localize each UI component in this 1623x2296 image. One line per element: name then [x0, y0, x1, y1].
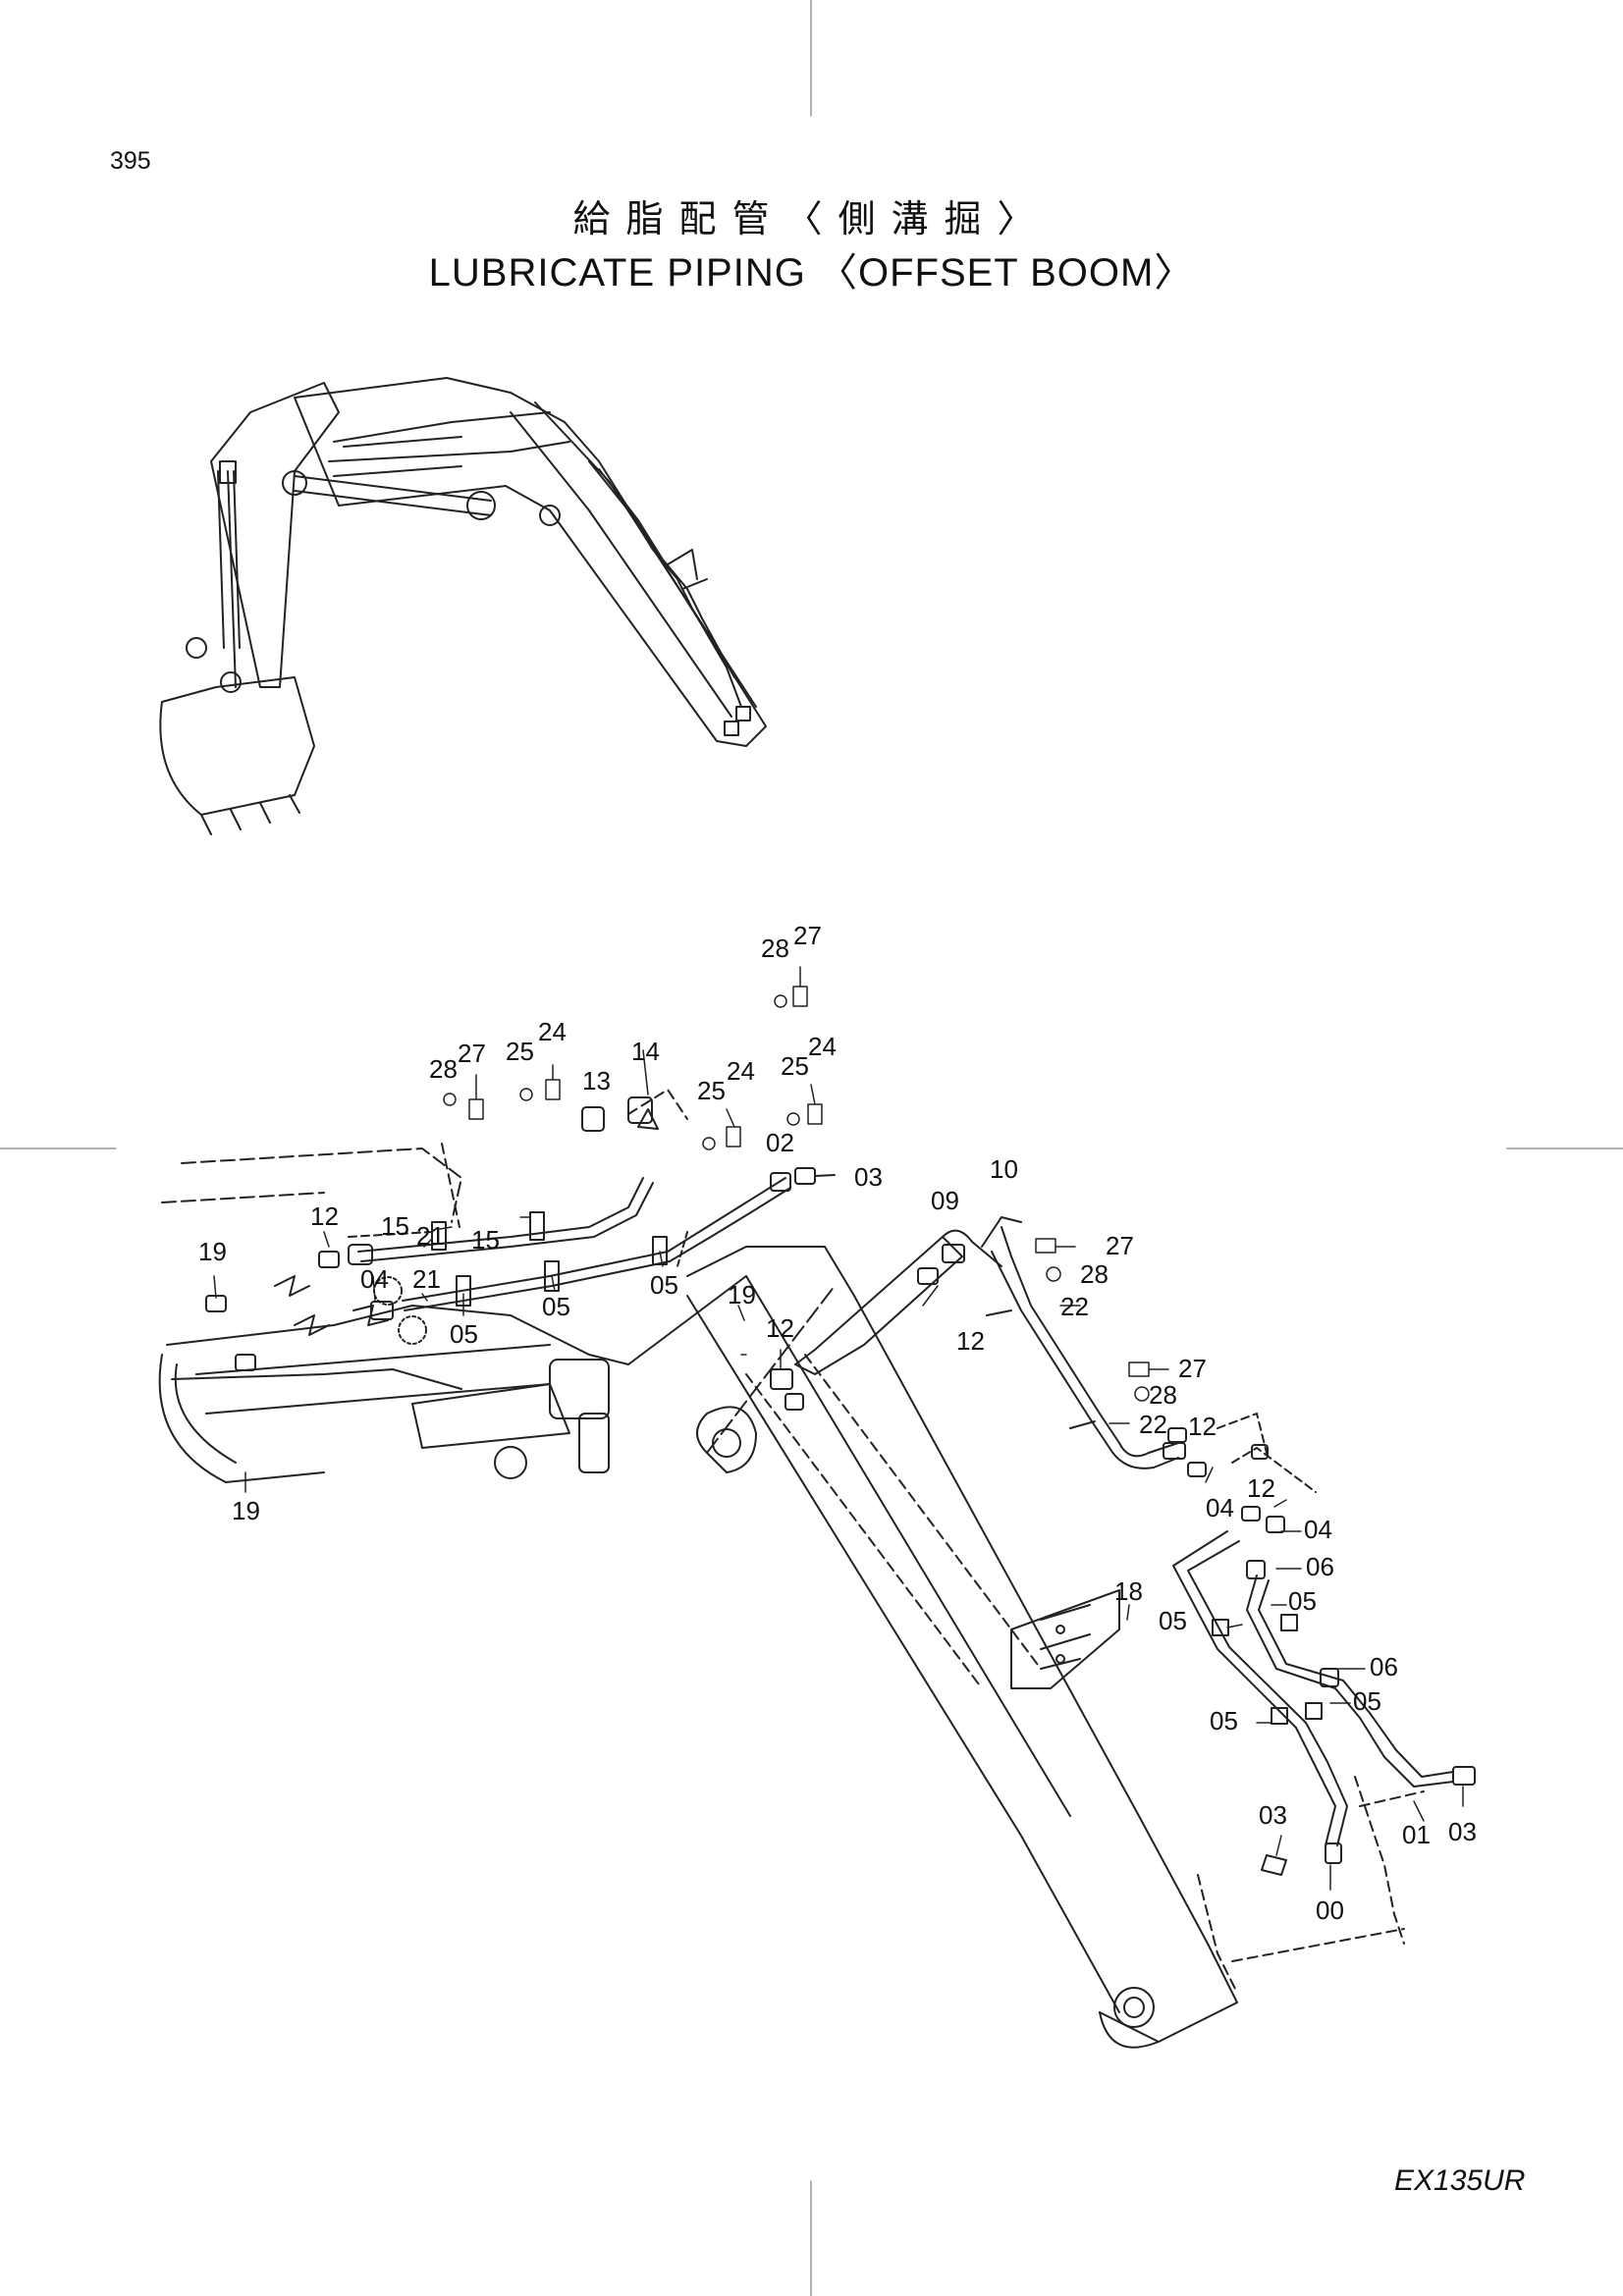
model-code: EX135UR	[1394, 2164, 1526, 2197]
callout: 13	[582, 1066, 611, 1095]
callout: 05	[542, 1292, 570, 1321]
callout: 28	[1149, 1380, 1177, 1410]
callout: 04	[1206, 1493, 1234, 1522]
page-number: 395	[110, 147, 151, 175]
callout: 27	[793, 921, 822, 950]
callout: 06	[1370, 1652, 1398, 1682]
callout: 24	[538, 1017, 567, 1046]
callout-labels: 27 28 28 27 25 24 14 13 25 24 25 24 02 0…	[198, 921, 1477, 1925]
callout: 22	[1060, 1292, 1089, 1321]
callout: 00	[1316, 1896, 1344, 1925]
callout: 27	[458, 1039, 486, 1068]
callout: 01	[1402, 1820, 1431, 1849]
callout: 05	[1210, 1706, 1238, 1735]
callout: 12	[310, 1201, 339, 1231]
callout: 28	[761, 934, 789, 963]
callout: 28	[429, 1054, 458, 1084]
callout: 24	[808, 1032, 837, 1061]
callout: 03	[854, 1162, 883, 1192]
callout: 06	[1306, 1552, 1334, 1581]
callout: 19	[728, 1280, 756, 1309]
callout: 03	[1259, 1800, 1287, 1830]
callout: 05	[450, 1319, 478, 1349]
callout: 05	[650, 1270, 678, 1300]
callout: 04	[1304, 1515, 1332, 1544]
callout: 15	[381, 1211, 409, 1241]
title-english: LUBRICATE PIPING 〈OFFSET BOOM〉	[428, 251, 1195, 294]
callout: 05	[1159, 1606, 1187, 1635]
leader-lines	[213, 966, 1464, 1891]
callout: 24	[727, 1056, 755, 1086]
callout: 05	[1288, 1586, 1317, 1616]
callout: 27	[1106, 1231, 1134, 1260]
piping-right	[770, 1216, 1476, 1994]
callout: 12	[956, 1326, 985, 1356]
callout: 10	[990, 1154, 1018, 1184]
callout: 21	[416, 1221, 445, 1251]
callout: 09	[931, 1186, 959, 1215]
callout: 22	[1139, 1410, 1167, 1439]
boom-outline	[158, 1148, 1238, 2049]
callout: 21	[412, 1264, 441, 1294]
callout: 18	[1114, 1576, 1143, 1606]
callout: 15	[471, 1225, 500, 1255]
callout: 19	[198, 1237, 227, 1266]
callout: 25	[697, 1076, 726, 1105]
excavator-overview-sketch	[159, 377, 767, 835]
callout: 02	[766, 1128, 794, 1157]
callout: 12	[1247, 1473, 1275, 1503]
callout: 27	[1178, 1354, 1207, 1383]
callout: 03	[1448, 1817, 1477, 1846]
title-japanese: 給脂配管〈側溝掘〉	[572, 197, 1051, 240]
callout: 19	[232, 1496, 260, 1525]
callout: 28	[1080, 1259, 1109, 1289]
callout: 25	[506, 1037, 534, 1066]
callout: 12	[766, 1313, 794, 1343]
callout: 14	[631, 1037, 660, 1066]
callout: 12	[1188, 1412, 1217, 1441]
callout: 05	[1353, 1686, 1381, 1716]
callout: 25	[781, 1051, 809, 1081]
callout: 04	[360, 1264, 389, 1294]
